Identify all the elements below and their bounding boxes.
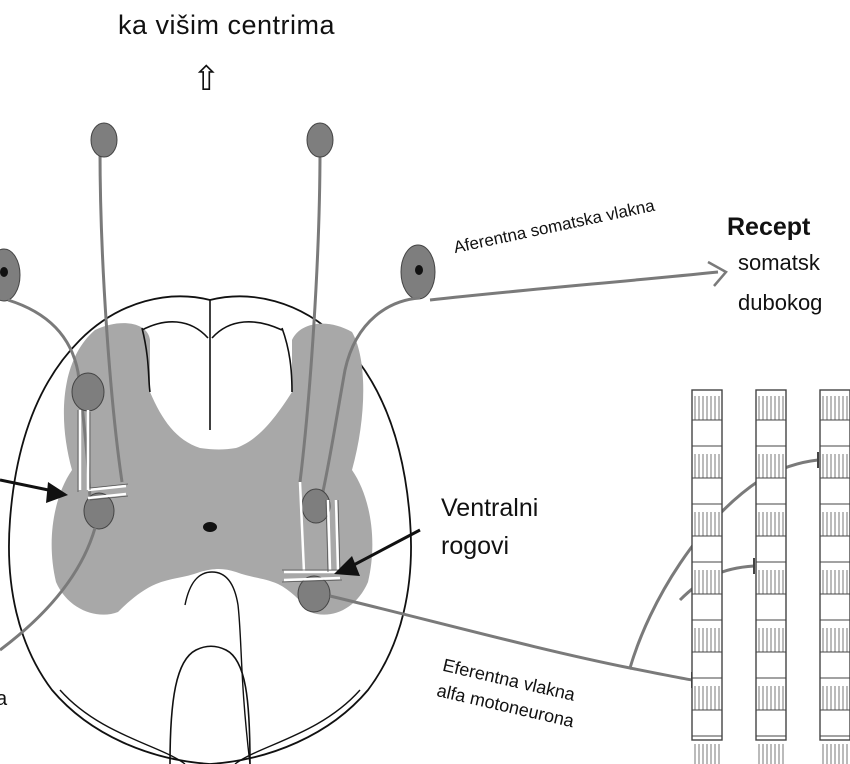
label-receptor-line2: somatsk bbox=[738, 250, 820, 276]
higher-center-neuron-left bbox=[91, 123, 117, 157]
central-canal bbox=[203, 522, 217, 532]
muscle-fiber-1 bbox=[692, 390, 722, 764]
label-ventral-horns: Ventralni rogovi bbox=[441, 489, 581, 565]
muscle-fiber-2 bbox=[756, 390, 786, 764]
ganglion-nucleus-right bbox=[415, 265, 423, 275]
label-left-cut: a bbox=[0, 688, 7, 711]
muscle-fiber-3 bbox=[820, 390, 850, 764]
label-receptor-title: Recept bbox=[727, 213, 810, 242]
up-arrow-icon: ⇧ bbox=[192, 62, 221, 96]
muscle-striation-band bbox=[756, 744, 786, 764]
afferent-fiber-right-periph bbox=[430, 272, 718, 300]
muscle-striation-band bbox=[692, 744, 722, 764]
ganglion-nucleus-left bbox=[0, 267, 8, 277]
higher-center-neuron-right bbox=[307, 123, 333, 157]
label-ventral-line2: rogovi bbox=[441, 527, 581, 565]
dorsal-horn-neuron-left bbox=[72, 373, 104, 411]
label-receptor-line3: dubokog bbox=[738, 290, 822, 316]
efferent-branch-low bbox=[630, 668, 692, 680]
label-ventral-line1: Ventralni bbox=[441, 489, 581, 527]
muscle-striation-band bbox=[820, 744, 850, 764]
label-higher-centers: ka višim centrima bbox=[118, 10, 335, 41]
